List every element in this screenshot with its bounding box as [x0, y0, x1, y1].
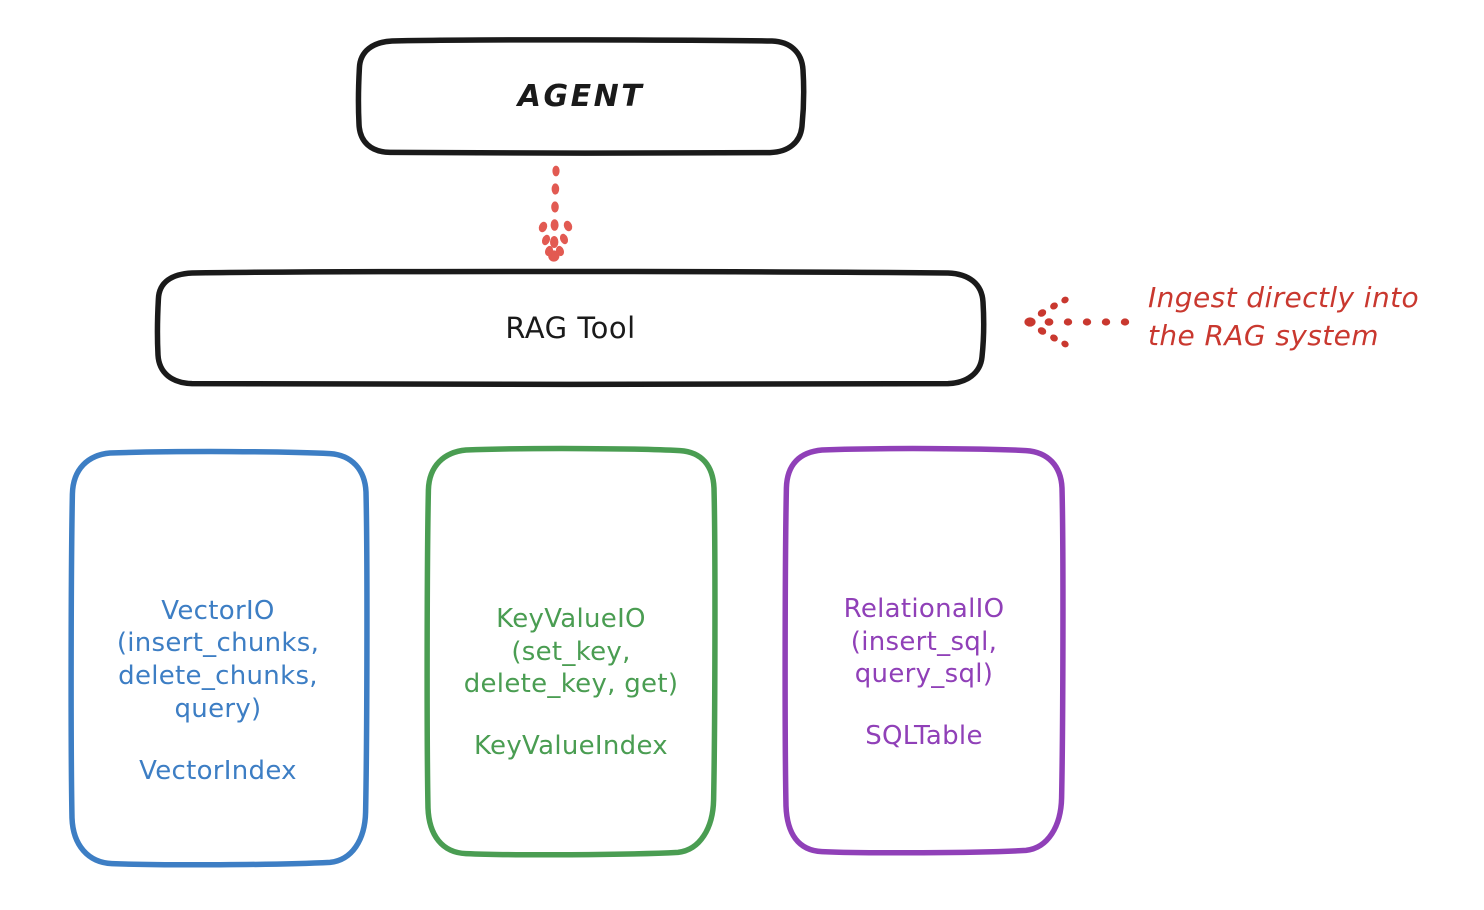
rag-tool-box-outline	[154, 268, 987, 388]
ingest-annotation-label: Ingest directly into the RAG system	[1148, 281, 1420, 353]
key-value-io-box-outline	[424, 445, 718, 858]
ingest-annotation-arrow	[1024, 296, 1130, 348]
agent-box-outline	[355, 37, 807, 156]
agent-to-rag-connector	[538, 165, 573, 262]
vector-io-box-outline	[68, 448, 370, 868]
relational-io-box-outline	[782, 445, 1066, 856]
